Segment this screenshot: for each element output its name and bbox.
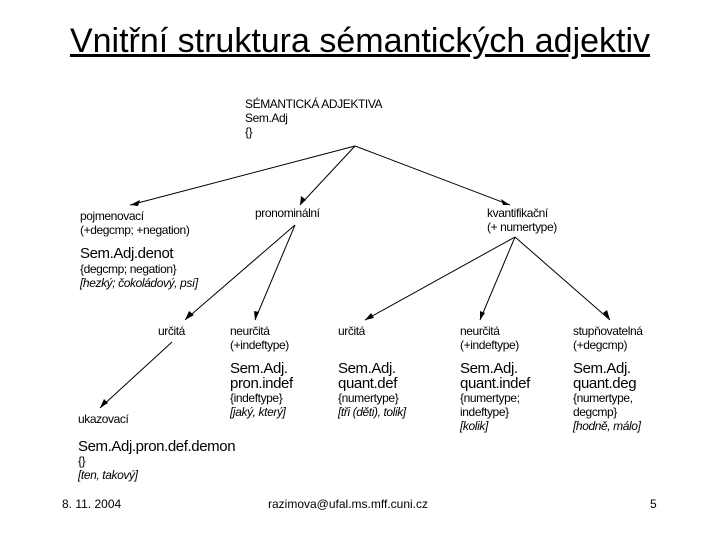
stupnovatelna-features: (+degcmp) — [573, 338, 628, 352]
edge-root-kvantifikacni — [354, 145, 511, 206]
root-type: Sem.Adj — [245, 111, 288, 125]
arrow-head-neurcita2 — [480, 311, 485, 320]
urcita2-label: určitá — [338, 324, 365, 338]
neurcita2-label: neurčitá — [460, 324, 500, 338]
neurcita1-type-line2: pron.indef — [230, 375, 293, 392]
neurcita2-features: (+indeftype) — [460, 338, 519, 352]
arrow-head-urcita2 — [365, 313, 374, 320]
root-title: SÉMANTICKÁ ADJEKTIVA — [245, 97, 383, 111]
edge-kvantifikacni-neurcita2 — [479, 236, 516, 321]
pronominalni-label: pronominální — [255, 206, 320, 220]
pojmenovaci-feat-set: {degcmp; negation} — [80, 262, 177, 276]
stupnovatelna-examples: [hodně, málo] — [573, 419, 641, 433]
ukazovaci-type: Sem.Adj.pron.def.demon — [78, 438, 236, 455]
pojmenovaci-examples: [hezký; čokoládový, psí] — [80, 276, 198, 290]
neurcita1-examples: [jaký, který] — [230, 405, 286, 419]
pojmenovaci-features: (+degcmp; +negation) — [80, 223, 190, 237]
neurcita1-type-line1: Sem.Adj. — [230, 360, 288, 377]
arrow-head-ukazovaci — [100, 399, 108, 408]
footer-email: razimova@ufal.ms.mff.cuni.cz — [268, 497, 429, 511]
neurcita2-examples: [kolik] — [460, 419, 488, 433]
neurcita1-features: (+indeftype) — [230, 338, 289, 352]
neurcita2-feat-set-line1: {numertype; — [460, 391, 520, 405]
urcita2-type-line1: Sem.Adj. — [338, 360, 396, 377]
footer-page-number: 5 — [650, 497, 657, 511]
edge-root-pronominalni — [299, 145, 356, 206]
edge-root-pojmenovaci — [129, 145, 356, 206]
stupnovatelna-type-line2: quant.deg — [573, 375, 637, 392]
slide-title: Vnitřní struktura sémantických adjektiv — [69, 22, 651, 60]
ukazovaci-features: {} — [78, 454, 86, 468]
edge-kvantifikacni-stupnovatelna — [514, 236, 611, 321]
edge-urcita1-ukazovaci — [99, 341, 173, 409]
arrow-head-stupnovatelna — [603, 310, 610, 320]
arrow-head-urcita1 — [185, 311, 194, 320]
kvantifikacni-features: (+ numertype) — [487, 220, 557, 234]
arrow-head-kvantifikacni — [501, 199, 510, 205]
neurcita2-type-line1: Sem.Adj. — [460, 360, 518, 377]
urcita1-label: určitá — [158, 324, 185, 338]
footer-date: 8. 11. 2004 — [62, 497, 122, 511]
urcita2-feat-set: {numertype} — [338, 391, 399, 405]
neurcita2-type-line2: quant.indef — [460, 375, 530, 392]
arrow-head-pronominalni — [300, 196, 306, 205]
ukazovaci-examples: [ten, takový] — [78, 468, 138, 482]
root-features: {} — [245, 125, 253, 139]
urcita2-type-line2: quant.def — [338, 375, 397, 392]
ukazovaci-label: ukazovací — [78, 412, 129, 426]
kvantifikacni-label: kvantifikační — [487, 206, 548, 220]
urcita2-examples: [tři (děti), tolik] — [338, 405, 406, 419]
neurcita1-feat-set: {indeftype} — [230, 391, 283, 405]
arrow-head-neurcita1 — [254, 311, 259, 320]
pojmenovaci-label: pojmenovací — [80, 209, 144, 223]
pojmenovaci-type: Sem.Adj.denot — [80, 245, 174, 262]
neurcita1-label: neurčitá — [230, 324, 270, 338]
stupnovatelna-type-line1: Sem.Adj. — [573, 360, 631, 377]
stupnovatelna-feat-set-line1: {numertype, — [573, 391, 633, 405]
edge-pronominalni-neurcita1 — [254, 224, 296, 321]
edge-kvantifikacni-urcita2 — [364, 236, 516, 321]
stupnovatelna-label: stupňovatelná — [573, 324, 643, 338]
arrow-head-pojmenovaci — [130, 200, 140, 206]
stupnovatelna-feat-set-line2: degcmp} — [573, 405, 617, 419]
edge-pronominalni-urcita1 — [184, 224, 296, 321]
neurcita2-feat-set-line2: indeftype} — [460, 405, 509, 419]
